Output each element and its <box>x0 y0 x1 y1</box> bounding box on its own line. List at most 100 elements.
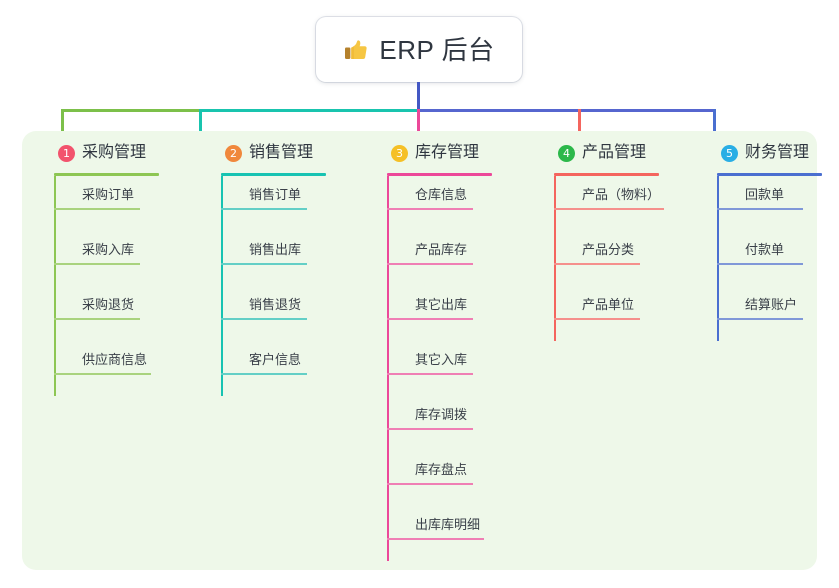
column-title: 产品管理 <box>582 144 647 161</box>
drop-line-col-3 <box>417 109 420 147</box>
column-number-badge: 4 <box>558 144 575 162</box>
root-node-content: ERP 后台 <box>343 37 494 63</box>
column-number-badge: 1 <box>58 144 75 162</box>
item-connector <box>54 373 70 375</box>
item-underline <box>237 373 307 375</box>
item-label: 库存盘点 <box>415 462 468 477</box>
item-underline <box>403 263 473 265</box>
connector-bar-mid <box>199 109 419 112</box>
column-header-4[interactable]: 4 产品管理 <box>540 131 700 175</box>
item-connector <box>221 373 237 375</box>
item-connector <box>54 263 70 265</box>
column-number-badge: 5 <box>721 144 738 162</box>
item-connector <box>54 318 70 320</box>
column-spine <box>221 176 223 396</box>
item-underline <box>733 318 803 320</box>
item-label: 付款单 <box>745 242 785 257</box>
column-underline <box>221 173 326 176</box>
item-underline <box>237 263 307 265</box>
item-label: 出库库明细 <box>415 517 481 532</box>
item-label: 产品（物料） <box>582 187 661 202</box>
item-connector <box>387 208 403 210</box>
item-underline <box>403 373 473 375</box>
column-1: 1 采购管理采购订单采购入库采购退货供应商信息 <box>40 131 200 396</box>
item-label: 客户信息 <box>249 352 302 367</box>
item-connector <box>717 318 733 320</box>
column-underline <box>54 173 159 176</box>
item-connector <box>387 373 403 375</box>
column-header-1[interactable]: 1 采购管理 <box>40 131 200 175</box>
drop-line-col-1 <box>61 109 64 147</box>
item-underline <box>570 263 640 265</box>
drop-line-col-2 <box>199 109 202 147</box>
item-underline <box>570 208 664 210</box>
item-connector <box>221 318 237 320</box>
item-label: 供应商信息 <box>82 352 148 367</box>
column-underline <box>717 173 822 176</box>
item-label: 回款单 <box>745 187 785 202</box>
column-underline <box>387 173 492 176</box>
drop-line-col-4 <box>578 109 581 147</box>
column-number-badge: 2 <box>225 144 242 162</box>
item-connector <box>221 263 237 265</box>
item-underline <box>70 373 151 375</box>
item-label: 其它入库 <box>415 352 468 367</box>
column-title: 库存管理 <box>415 144 480 161</box>
column-title: 采购管理 <box>82 144 147 161</box>
item-connector <box>387 263 403 265</box>
item-label: 其它出库 <box>415 297 468 312</box>
column-underline <box>554 173 659 176</box>
root-node[interactable]: ERP 后台 <box>316 17 522 82</box>
item-label: 产品库存 <box>415 242 468 257</box>
item-underline <box>403 428 473 430</box>
item-underline <box>237 208 307 210</box>
root-label: ERP 后台 <box>379 34 495 65</box>
item-connector <box>717 208 733 210</box>
column-spine <box>387 176 389 561</box>
item-connector <box>387 428 403 430</box>
item-underline <box>403 483 473 485</box>
item-label: 结算账户 <box>745 297 798 312</box>
item-label: 采购退货 <box>82 297 135 312</box>
item-label: 销售订单 <box>249 187 302 202</box>
item-label: 产品分类 <box>582 242 635 257</box>
column-title: 财务管理 <box>745 144 810 161</box>
item-underline <box>403 538 484 540</box>
item-underline <box>70 208 140 210</box>
item-label: 采购入库 <box>82 242 135 257</box>
column-spine <box>554 176 556 341</box>
connector-bar-right <box>417 109 716 112</box>
item-underline <box>70 263 140 265</box>
item-label: 库存调拨 <box>415 407 468 422</box>
item-connector <box>387 538 403 540</box>
drop-line-col-5 <box>713 109 716 147</box>
item-underline <box>70 318 140 320</box>
item-label: 仓库信息 <box>415 187 468 202</box>
item-label: 采购订单 <box>82 187 135 202</box>
item-connector <box>387 318 403 320</box>
column-spine <box>54 176 56 396</box>
item-underline <box>403 318 473 320</box>
item-underline <box>733 208 803 210</box>
item-connector <box>554 263 570 265</box>
item-connector <box>717 263 733 265</box>
item-connector <box>554 318 570 320</box>
item-underline <box>570 318 640 320</box>
thumbs-up-icon <box>343 37 369 63</box>
item-label: 销售退货 <box>249 297 302 312</box>
item-connector <box>554 208 570 210</box>
column-header-5[interactable]: 5 财务管理 <box>703 131 839 175</box>
root-stem-line <box>417 82 420 111</box>
item-underline <box>403 208 473 210</box>
item-underline <box>733 263 803 265</box>
column-5: 5 财务管理回款单付款单结算账户 <box>703 131 839 341</box>
connector-bar-left <box>61 109 201 112</box>
item-connector <box>221 208 237 210</box>
